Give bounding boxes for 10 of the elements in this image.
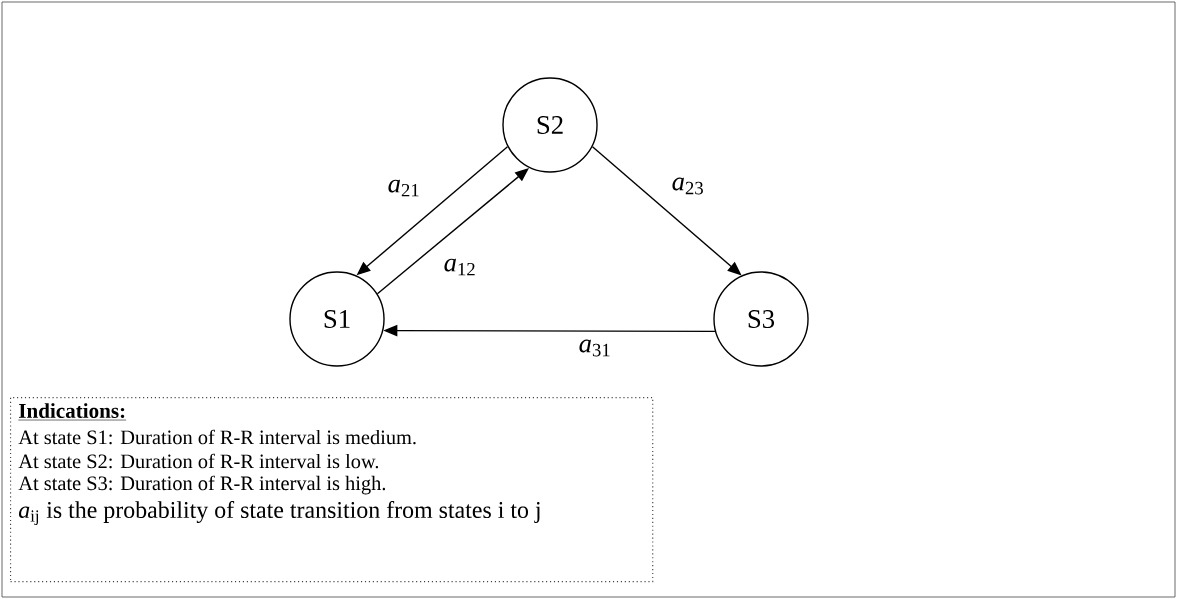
edge-label: a$_{31}$ (577, 338, 613, 358)
note-text: At state S1: Duration of R-R interval is medium. (18, 429, 416, 445)
edge-label: a$_{12}$ (442, 257, 478, 277)
edge-label: a$_{21}$ (386, 178, 422, 198)
note-text: a$_{ij}$ is the probability of state transition from states i to j (19, 501, 540, 526)
heading: Indications: (18, 403, 127, 421)
legend-box (10, 397, 654, 583)
edge-label: a$_{23}$ (670, 176, 706, 196)
note-text: At state S2: Duration of R-R interval is low. (18, 453, 379, 469)
note-text: At state S3: Duration of R-R interval is high. (18, 475, 386, 495)
